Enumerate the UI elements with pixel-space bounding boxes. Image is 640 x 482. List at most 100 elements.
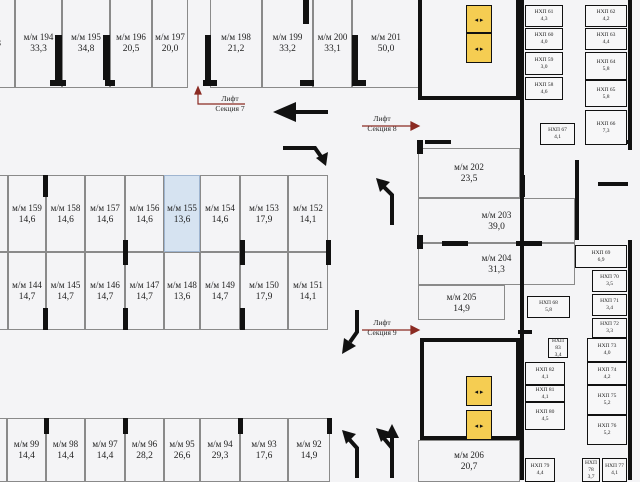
storage-area: 4,2 xyxy=(602,16,610,22)
pillar xyxy=(238,418,243,434)
storage-area: 4,4 xyxy=(602,39,610,45)
storage-area: 3,4 xyxy=(606,305,613,311)
storage-number: НХП 73 xyxy=(597,343,617,349)
space-number: м/м 203 xyxy=(481,209,512,220)
space-number: м/м 151 xyxy=(293,280,323,290)
space-number: м/м 197 xyxy=(155,32,185,42)
space-number: м/м 97 xyxy=(92,439,118,449)
parking-space[interactable]: 93 xyxy=(0,0,15,88)
wall xyxy=(516,340,520,440)
space-number: м/м 206 xyxy=(454,450,484,460)
storage-number: НХП 79 xyxy=(530,463,550,469)
space-area: 14,6 xyxy=(57,214,74,225)
wall xyxy=(520,0,524,480)
parking-space[interactable]: 4 xyxy=(0,252,8,330)
storage-area: 3,7 xyxy=(587,473,595,480)
wall xyxy=(628,240,632,480)
storage-area: 4,5 xyxy=(541,416,549,422)
storage-number: НХП 58 xyxy=(534,81,554,88)
space-area: 39,0 xyxy=(488,221,505,232)
wall xyxy=(420,340,424,440)
parking-space[interactable]: 9 xyxy=(0,175,8,252)
storage-number: НХП 66 xyxy=(596,120,616,127)
pillar xyxy=(417,140,423,154)
space-area: 14,7 xyxy=(136,292,153,302)
parking-space[interactable]: м/м 206 20,7 xyxy=(418,440,520,482)
space-area: 17,6 xyxy=(255,451,273,461)
pillar xyxy=(352,80,366,86)
arrow-left-icon xyxy=(273,101,328,123)
storage-number: НХП 78 xyxy=(585,459,597,473)
storage-number: НХП 64 xyxy=(596,59,616,65)
storage-number: НХП 77 xyxy=(605,463,624,469)
storage-area: 3,4 xyxy=(554,351,562,358)
space-area: 20,7 xyxy=(460,462,478,472)
storage-area: 4,1 xyxy=(541,393,549,400)
pillar xyxy=(50,80,66,86)
space-number: м/м 159 xyxy=(12,202,42,213)
space-number: м/м 153 xyxy=(249,202,279,213)
wall xyxy=(418,0,422,100)
